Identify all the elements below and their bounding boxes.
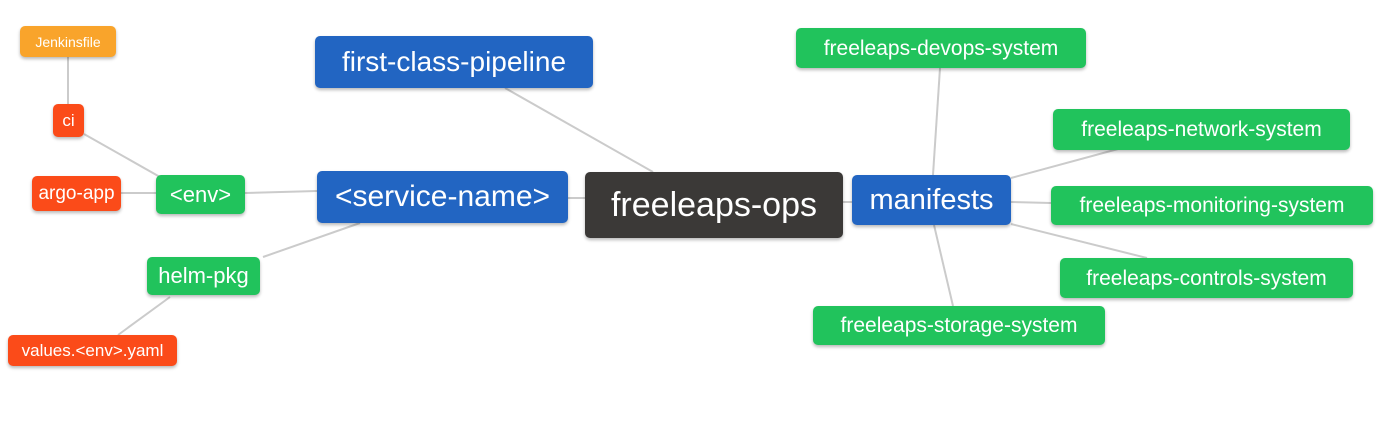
node-freeleaps-controls-system[interactable]: freeleaps-controls-system bbox=[1060, 258, 1353, 298]
node-ci[interactable]: ci bbox=[53, 104, 84, 137]
edge-manifests-to-freeleaps-monitoring-system bbox=[1010, 201, 1052, 204]
edge-ci-to-env bbox=[83, 133, 161, 178]
edge-helm-pkg-to-service-name bbox=[262, 222, 361, 258]
edge-first-class-pipeline-to-freeleaps-ops bbox=[504, 87, 654, 173]
edge-env-to-service-name bbox=[244, 190, 318, 194]
node-first-class-pipeline[interactable]: first-class-pipeline bbox=[315, 36, 593, 88]
node-jenkinsfile[interactable]: Jenkinsfile bbox=[20, 26, 116, 57]
node-freeleaps-network-system[interactable]: freeleaps-network-system bbox=[1053, 109, 1350, 150]
node-freeleaps-devops-system[interactable]: freeleaps-devops-system bbox=[796, 28, 1086, 68]
node-values-env-yaml[interactable]: values.<env>.yaml bbox=[8, 335, 177, 366]
node-helm-pkg[interactable]: helm-pkg bbox=[147, 257, 260, 295]
node-freeleaps-monitoring-system[interactable]: freeleaps-monitoring-system bbox=[1051, 186, 1373, 225]
node-env[interactable]: <env> bbox=[156, 175, 245, 214]
node-service-name[interactable]: <service-name> bbox=[317, 171, 568, 223]
edge-manifests-to-freeleaps-devops-system bbox=[932, 67, 941, 176]
edge-manifests-to-freeleaps-storage-system bbox=[933, 224, 954, 307]
edge-manifests-to-freeleaps-controls-system bbox=[1010, 223, 1148, 259]
node-freeleaps-ops[interactable]: freeleaps-ops bbox=[585, 172, 843, 238]
edge-manifests-to-freeleaps-network-system bbox=[1010, 148, 1119, 179]
node-argo-app[interactable]: argo-app bbox=[32, 176, 121, 211]
edge-values-env-yaml-to-helm-pkg bbox=[117, 296, 171, 336]
node-manifests[interactable]: manifests bbox=[852, 175, 1011, 225]
node-freeleaps-storage-system[interactable]: freeleaps-storage-system bbox=[813, 306, 1105, 345]
